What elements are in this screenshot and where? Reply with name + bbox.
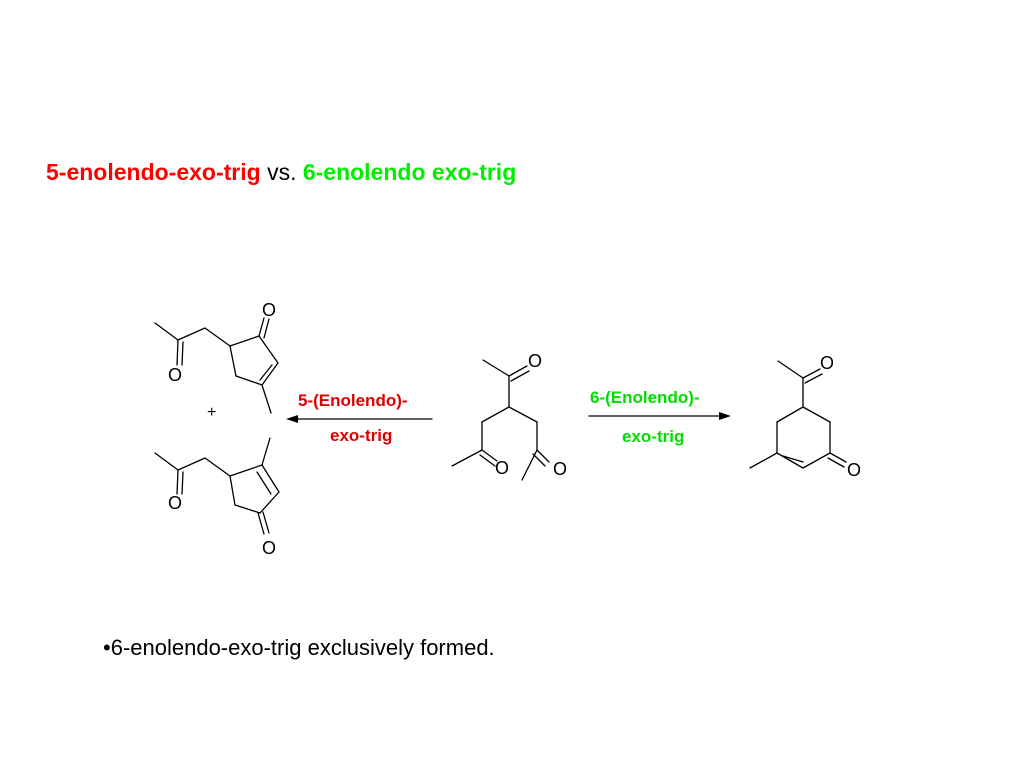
oxygen-label: O: [262, 300, 276, 320]
title-6-enolendo: 6-enolendo exo-trig: [302, 159, 517, 185]
right-arrow-label-line2: exo-trig: [622, 427, 684, 446]
oxygen-label: O: [820, 353, 834, 373]
slide-title: 5-enolendo-exo-trig vs. 6-enolendo exo-t…: [46, 156, 516, 188]
oxygen-label: O: [553, 459, 567, 479]
oxygen-label: O: [168, 493, 182, 513]
product-cyclopentenone-top: [154, 317, 279, 414]
product-cyclopentenone-bottom: [154, 437, 280, 535]
product-cyclohexenone: [749, 360, 847, 469]
oxygen-label: O: [168, 365, 182, 385]
oxygen-label: O: [528, 351, 542, 371]
oxygen-label: O: [262, 538, 276, 558]
oxygen-label: O: [847, 460, 861, 480]
title-5-enolendo: 5-enolendo-exo-trig: [46, 159, 261, 185]
left-arrow-label-line1: 5-(Enolendo)-: [298, 391, 408, 410]
right-arrow-label-line1: 6-(Enolendo)-: [590, 388, 700, 407]
right-reaction-arrow: [588, 412, 731, 420]
conclusion-bullet: •6-enolendo-exo-trig exclusively formed.: [103, 635, 495, 660]
left-arrow-label-line2: exo-trig: [330, 426, 392, 445]
title-vs: vs.: [267, 159, 297, 185]
starting-triketone: [451, 359, 550, 481]
plus-sign: +: [207, 404, 216, 421]
left-reaction-arrow: [286, 415, 433, 423]
oxygen-label: O: [495, 458, 509, 478]
